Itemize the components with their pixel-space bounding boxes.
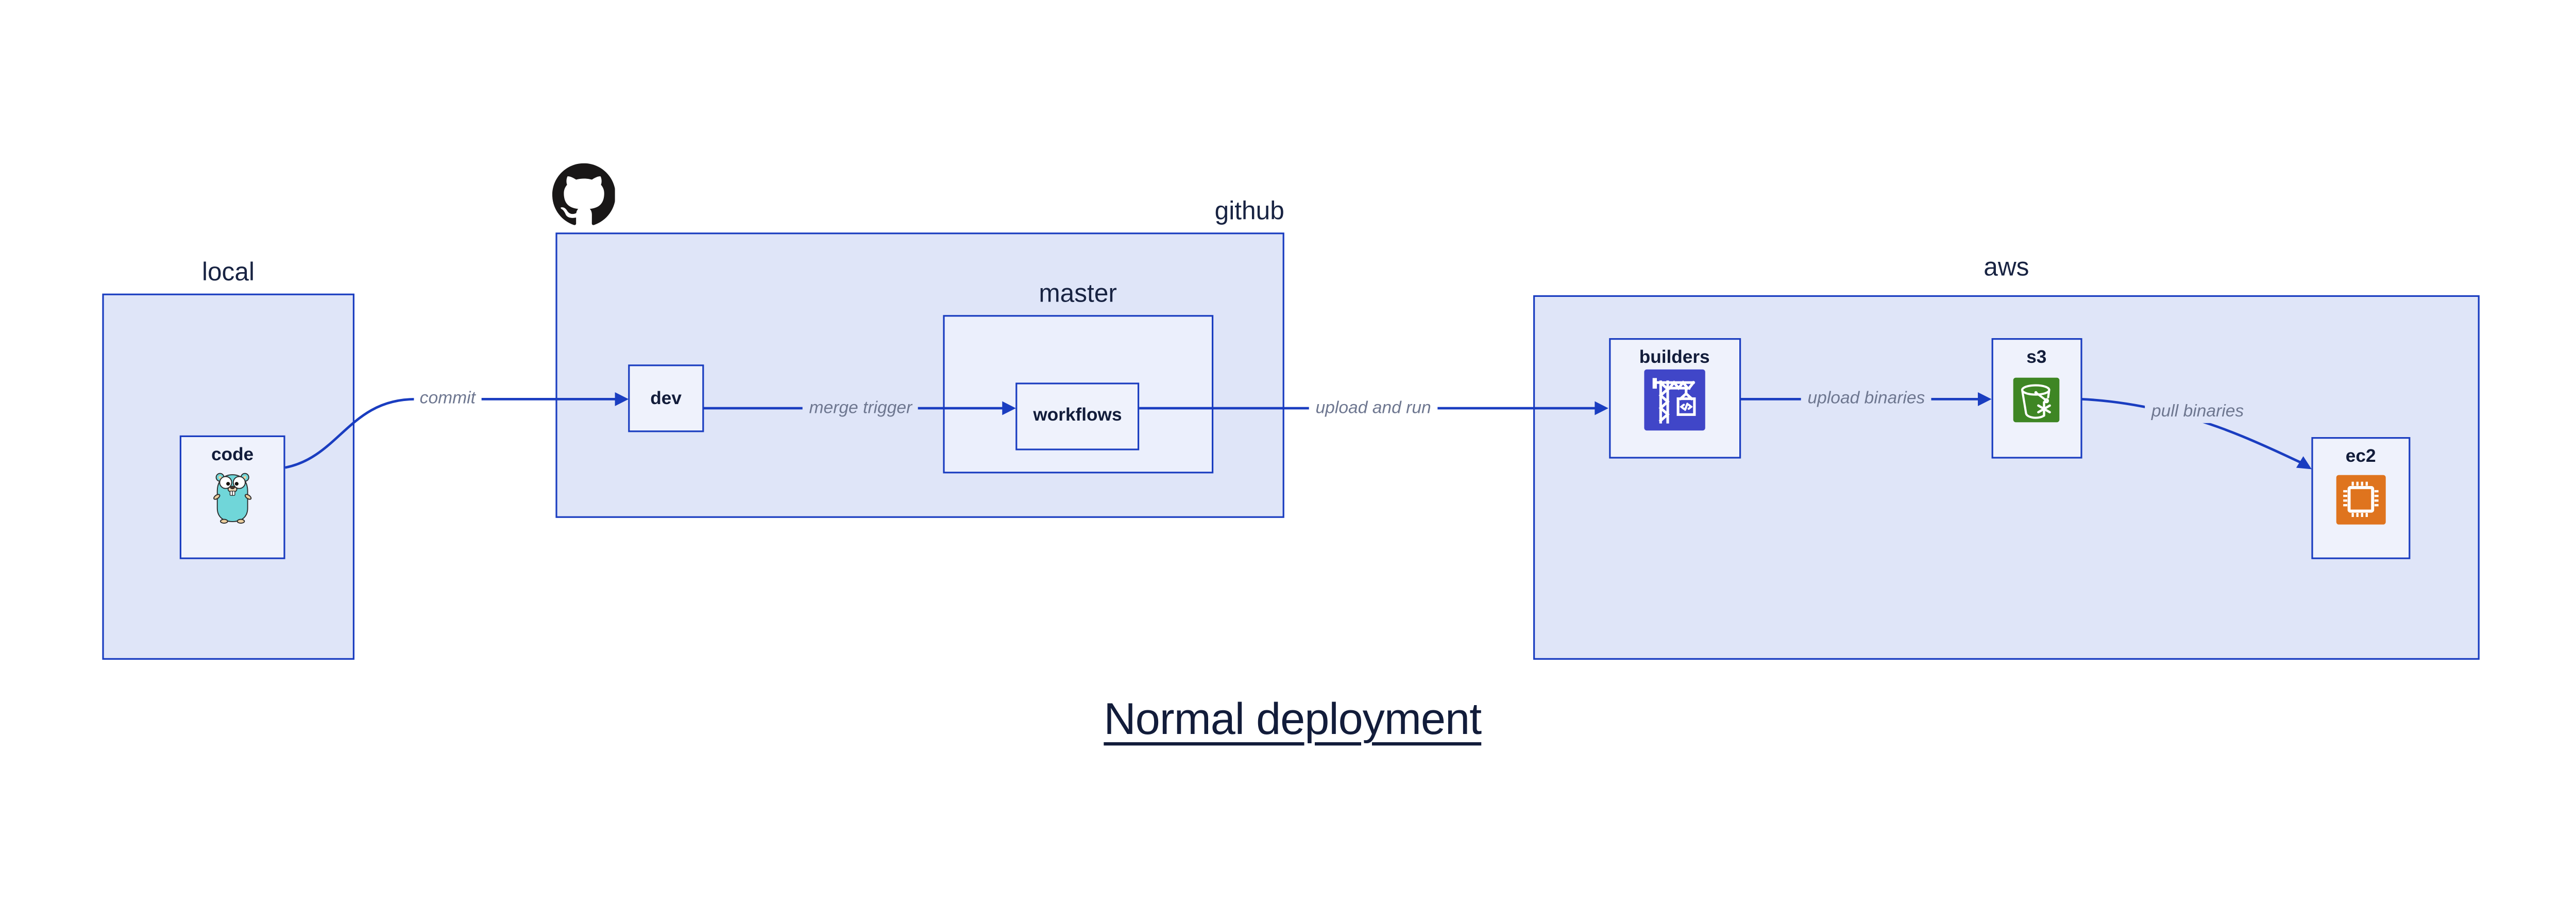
- codebuild-crane-icon: [1643, 369, 1706, 430]
- node-builders: builders: [1608, 338, 1741, 459]
- node-ec2: ec2: [2312, 437, 2410, 559]
- container-github-label: github: [1214, 197, 1284, 225]
- node-code-label: code: [211, 445, 254, 465]
- go-gopher-icon: [213, 470, 252, 524]
- edge-label-upload-binaries: upload binaries: [1801, 388, 1932, 410]
- container-local-label: local: [201, 259, 255, 287]
- node-ec2-label: ec2: [2345, 447, 2376, 467]
- node-s3-label: s3: [2026, 348, 2047, 368]
- container-aws-label: aws: [1984, 253, 2029, 281]
- node-workflows: workflows: [1015, 383, 1140, 450]
- edge-label-merge-trigger: merge trigger: [802, 397, 919, 419]
- node-workflows-label: workflows: [1033, 406, 1122, 427]
- edge-label-pull-binaries: pull binaries: [2145, 400, 2251, 423]
- node-dev-label: dev: [650, 389, 682, 409]
- ec2-chip-icon: [2336, 475, 2385, 524]
- github-octocat-icon: [552, 163, 616, 227]
- edge-label-commit: commit: [413, 388, 482, 410]
- container-master-label: master: [1039, 279, 1117, 308]
- node-s3: s3: [1991, 338, 2081, 459]
- node-code: code: [179, 435, 285, 559]
- diagram-title: Normal deployment: [1104, 694, 1482, 744]
- node-dev: dev: [629, 364, 704, 433]
- edge-label-upload-and-run: upload and run: [1309, 397, 1438, 419]
- node-builders-label: builders: [1639, 348, 1710, 368]
- s3-bucket-snowflake-icon: [2013, 377, 2060, 423]
